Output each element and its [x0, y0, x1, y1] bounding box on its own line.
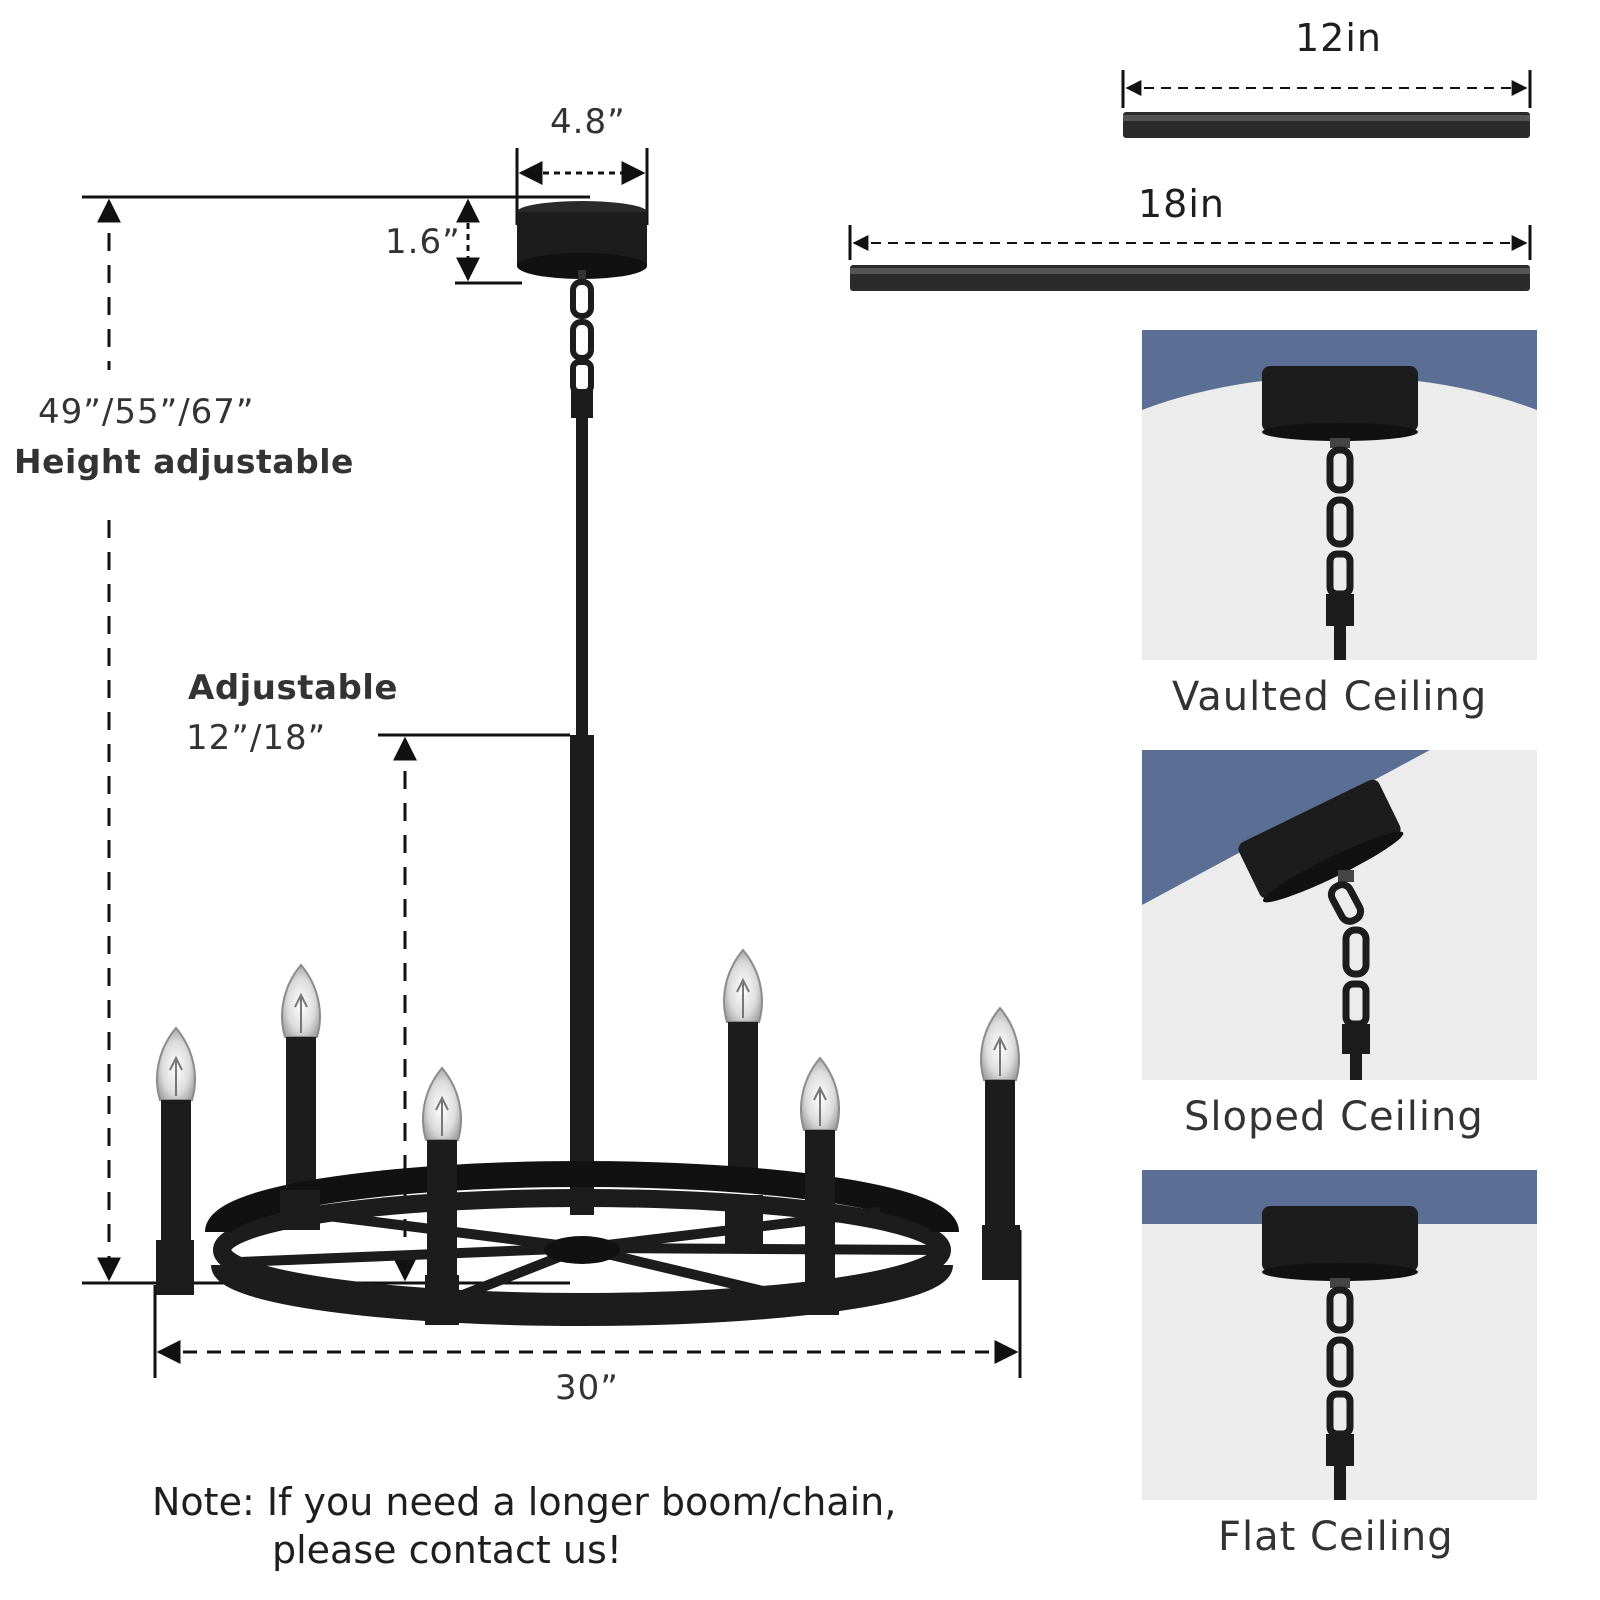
- flat-ceiling-caption: Flat Ceiling: [1218, 1514, 1454, 1560]
- chandelier-illustration: [156, 201, 1020, 1326]
- sloped-ceiling-caption: Sloped Ceiling: [1184, 1094, 1484, 1140]
- vaulted-ceiling-caption: Vaulted Ceiling: [1172, 674, 1488, 720]
- overall-height-label: 49”/55”/67”: [38, 392, 255, 432]
- rod-18in-illustration: [848, 225, 1532, 291]
- diameter-label: 30”: [555, 1368, 619, 1408]
- vaulted-ceiling-image: [1142, 330, 1537, 660]
- height-adjustable-label: Height adjustable: [14, 442, 354, 481]
- rod-12in-illustration: [1121, 70, 1532, 138]
- rod-12in-label: 12in: [1295, 16, 1382, 60]
- adjustable-rod-title: Adjustable: [188, 668, 398, 708]
- canopy-width-label: 4.8”: [550, 102, 626, 142]
- sloped-ceiling-image: [1142, 750, 1537, 1080]
- canopy-height-label: 1.6”: [385, 222, 461, 262]
- note-line-1: Note: If you need a longer boom/chain,: [152, 1480, 897, 1524]
- note-line-2: please contact us!: [272, 1528, 622, 1572]
- canopy-height-dimension: [82, 195, 590, 285]
- rod-18in-label: 18in: [1138, 182, 1225, 226]
- adjustable-rod-lengths: 12”/18”: [186, 718, 327, 758]
- flat-ceiling-image: [1142, 1170, 1537, 1500]
